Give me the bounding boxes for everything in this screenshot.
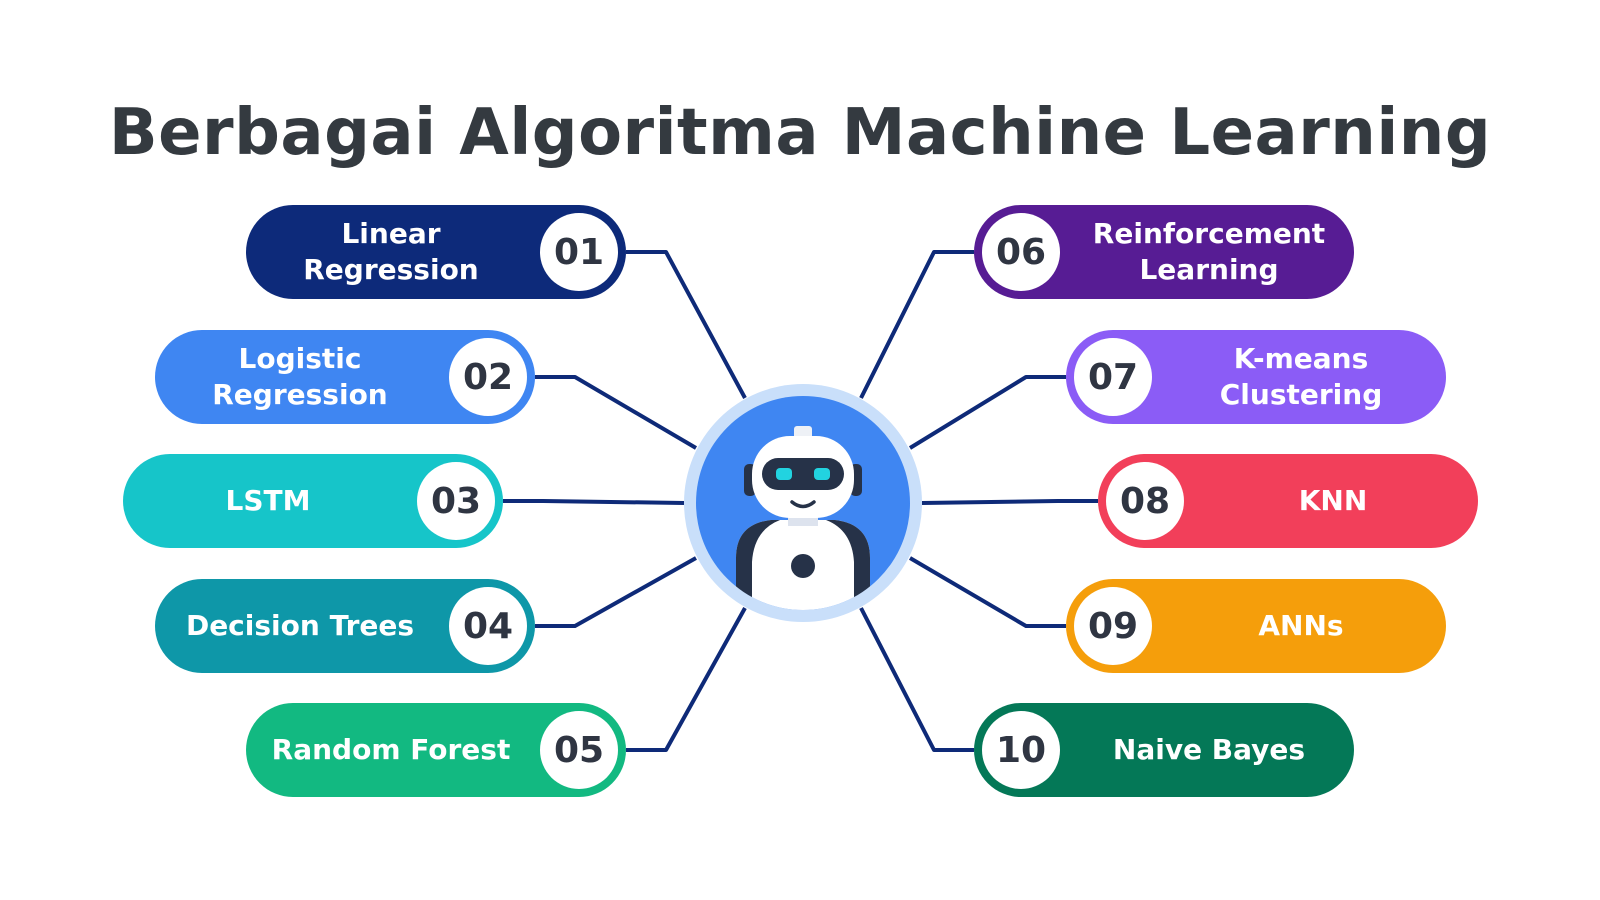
algorithm-number-badge: 10 — [982, 711, 1060, 789]
hub-core — [696, 396, 910, 610]
algorithm-number-badge: 05 — [540, 711, 618, 789]
connector-line-04 — [535, 556, 697, 628]
algorithm-pill-01: Linear Regression 01 — [246, 205, 626, 299]
algorithm-pill-03: LSTM 03 — [123, 454, 503, 548]
connector-line-08 — [921, 499, 1098, 505]
algorithm-number-badge: 04 — [449, 587, 527, 665]
algorithm-label: Reinforcement Learning — [1092, 217, 1326, 286]
algorithm-pill-07: K-means Clustering 07 — [1066, 330, 1446, 424]
algorithm-label: Naive Bayes — [1112, 733, 1306, 766]
algorithm-number-badge: 07 — [1074, 338, 1152, 416]
algorithm-pill-02: Logistic Regression 02 — [155, 330, 535, 424]
algorithm-label: K-means Clustering — [1219, 342, 1383, 411]
algorithm-label: Decision Trees — [185, 609, 415, 642]
algorithm-label: Logistic Regression — [212, 342, 388, 411]
algorithm-label: KNN — [1298, 484, 1368, 517]
algorithm-pill-06: Reinforcement Learning 06 — [974, 205, 1354, 299]
algorithm-number-badge: 03 — [417, 462, 495, 540]
connector-line-05 — [626, 607, 747, 752]
algorithm-number-badge: 09 — [1074, 587, 1152, 665]
connector-line-06 — [859, 250, 974, 399]
algorithm-number-badge: 06 — [982, 213, 1060, 291]
diagram-title: Berbagai Algoritma Machine Learning — [108, 96, 1492, 170]
algorithm-number-badge: 08 — [1106, 462, 1184, 540]
connector-line-01 — [626, 250, 747, 399]
algorithm-pill-08: KNN 08 — [1098, 454, 1478, 548]
connector-line-09 — [908, 556, 1066, 628]
connector-line-03 — [503, 499, 685, 505]
algorithm-label: Linear Regression — [303, 217, 479, 286]
connector-line-02 — [535, 375, 698, 450]
center-hub — [684, 384, 922, 622]
algorithm-pill-05: Random Forest 05 — [246, 703, 626, 797]
algorithm-pill-04: Decision Trees 04 — [155, 579, 535, 673]
algorithm-pill-09: ANNs 09 — [1066, 579, 1446, 673]
algorithm-label: ANNs — [1258, 609, 1344, 642]
algorithm-label: Random Forest — [271, 733, 511, 766]
algorithm-pill-10: Naive Bayes 10 — [974, 703, 1354, 797]
algorithm-label: LSTM — [225, 484, 311, 517]
algorithm-number-badge: 02 — [449, 338, 527, 416]
algorithm-number-badge: 01 — [540, 213, 618, 291]
robot-icon — [736, 426, 870, 610]
connector-line-10 — [859, 607, 974, 752]
connector-line-07 — [908, 375, 1066, 450]
